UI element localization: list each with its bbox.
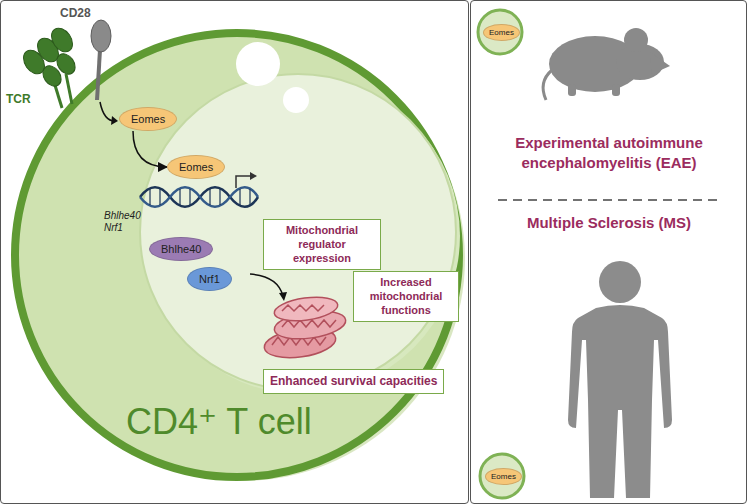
protein-oval: Bhlhe40 [149,237,213,261]
small-cell [480,454,524,498]
divider-dashed [498,199,722,201]
cell-membrane [15,33,459,477]
node-text: Eomes [179,161,213,173]
protein-oval: Eomes [485,468,522,485]
process-box: Increased mitochondrial functions [353,271,459,322]
disease-label: Experimental autoimmune encephalomyeliti… [489,133,729,172]
vesicle [236,42,280,86]
protein-oval: Eomes [119,107,177,131]
arrow-head [279,292,287,301]
vesicle [283,87,309,113]
process-box: Mitochondrial regulator expression [263,219,381,270]
node-text: Nrf1 [199,273,220,285]
effect-arrow [250,274,283,296]
cd28-receptor [91,20,111,100]
protein-oval: Nrf1 [187,267,232,291]
nucleus [140,74,456,390]
node-text: Mitochondrial regulator expression [270,224,374,265]
protein-oval: Eomes [167,155,225,179]
arrow-head [250,172,257,180]
node-text: Enhanced survival capacities [270,374,437,389]
arrow-head [111,116,118,125]
disease-label: Multiple Sclerosis (MS) [489,213,729,233]
disease-panel: Experimental autoimmune encephalomyeliti… [470,0,747,504]
gene-label: Bhlhe40 [104,210,141,221]
node-text: Eomes [489,28,514,37]
node-text: Eomes [491,472,516,481]
process-box: Enhanced survival capacities [263,369,444,394]
receptor-label: CD28 [60,6,91,20]
mitochondria [262,294,347,362]
gene-label: Nrf1 [104,222,123,233]
small-cell [478,10,522,54]
node-text: Eomes [131,113,165,125]
node-text: Increased mitochondrial functions [360,276,452,317]
protein-oval: Eomes [483,24,520,41]
human-silhouette [568,261,672,498]
node-text: Bhlhe40 [161,243,201,255]
cell-panel: CD4⁺ T cellEomesEomesMitochondrial regul… [0,0,469,504]
mouse-silhouette [543,28,670,100]
receptor-label: TCR [6,92,31,106]
dna-helix [140,176,258,207]
connector-arrow [133,131,167,167]
cell-title: CD4⁺ T cell [126,401,312,443]
